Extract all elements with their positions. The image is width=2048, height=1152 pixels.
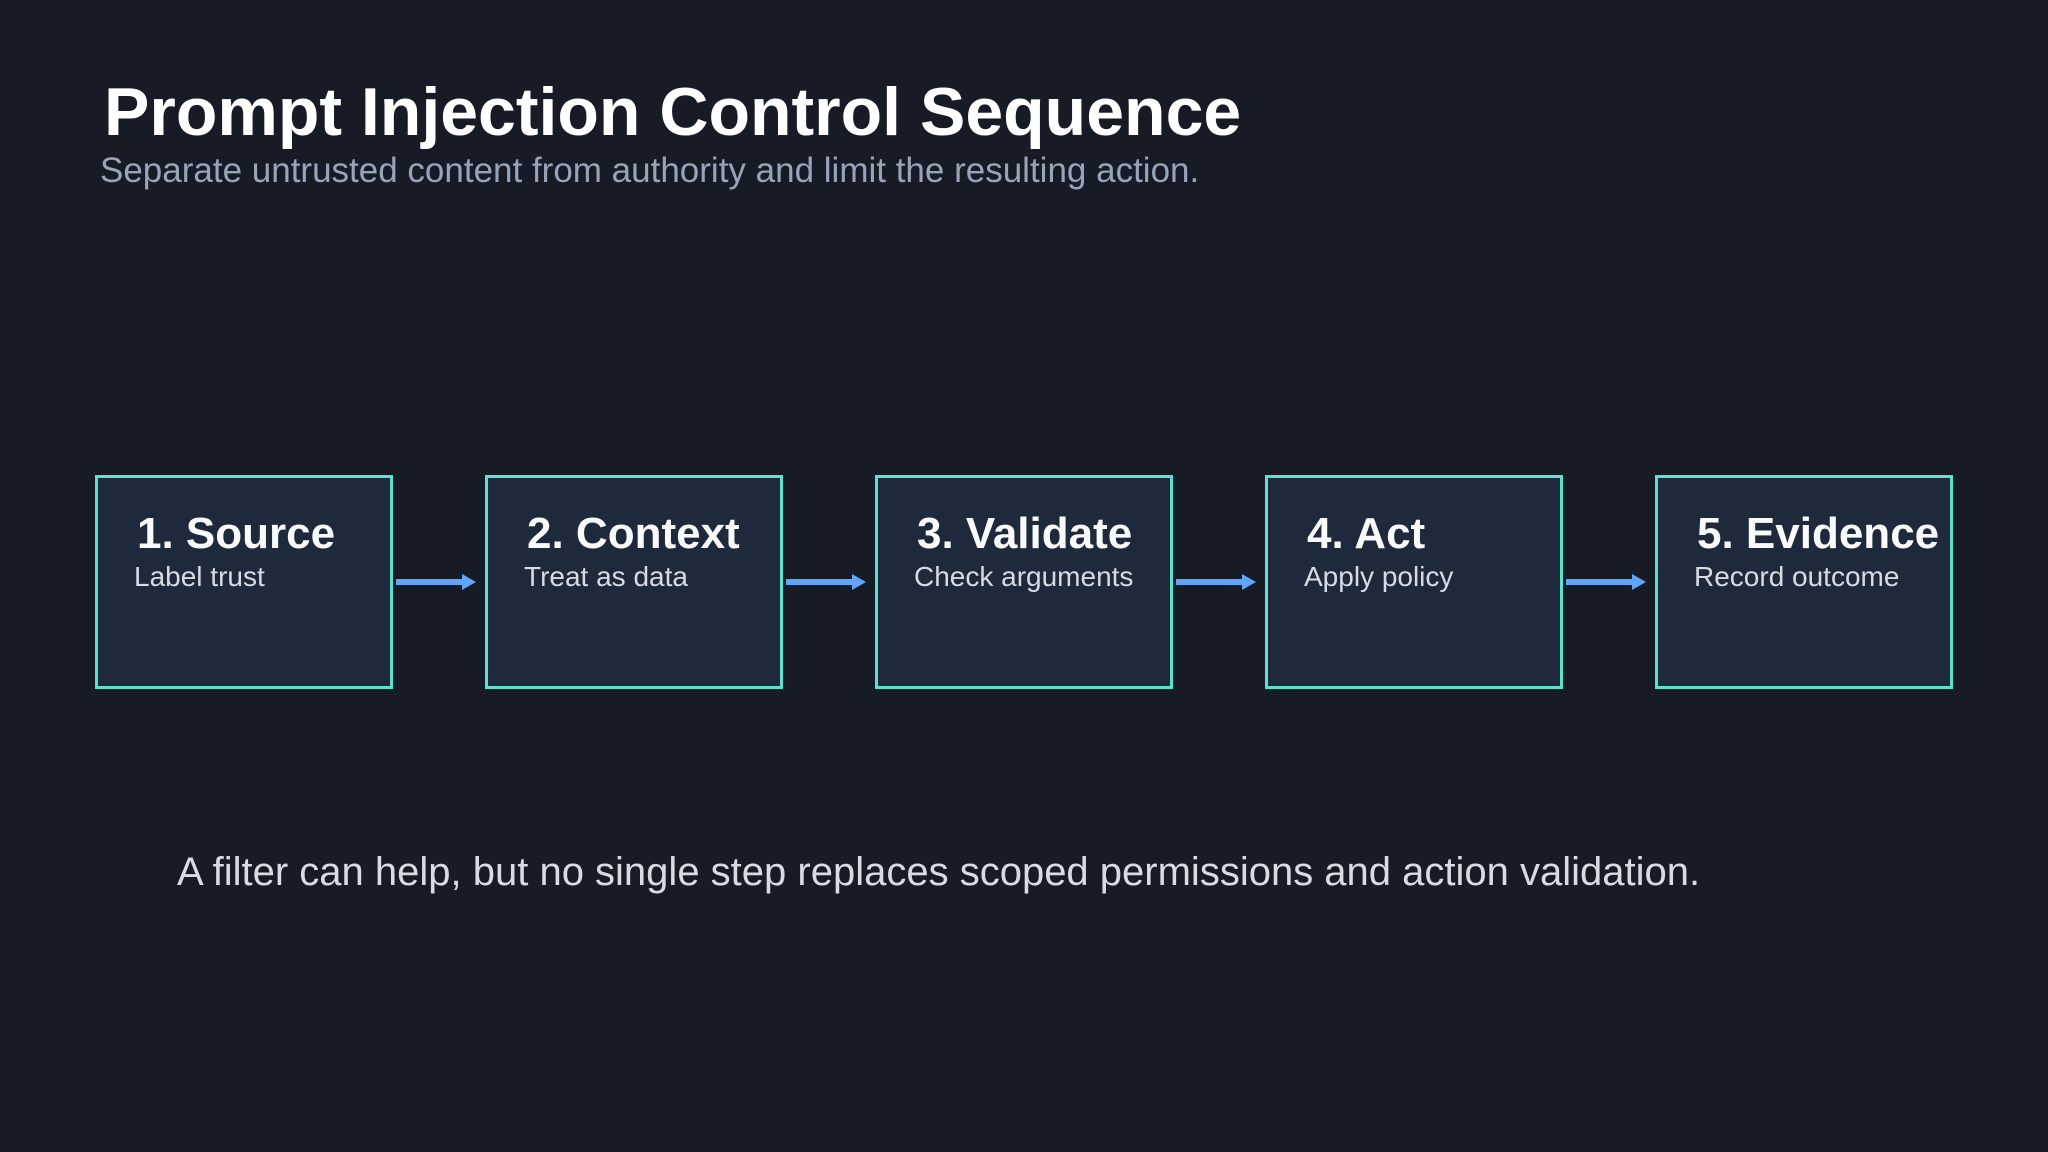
arrow-act-to-evidence (1566, 574, 1646, 590)
step-evidence-title: 5. Evidence (1697, 509, 1940, 558)
diagram-title: Prompt Injection Control Sequence (104, 74, 1242, 150)
step-act-description: Apply policy (1304, 561, 1454, 592)
arrow-source-to-context (396, 574, 476, 590)
step-act-title: 4. Act (1307, 509, 1426, 558)
diagram-footnote: A filter can help, but no single step re… (177, 850, 1701, 894)
step-validate-description: Check arguments (914, 561, 1134, 592)
step-source-title: 1. Source (137, 509, 336, 558)
step-source-description: Label trust (134, 561, 265, 592)
step-context-box: 2. Context Treat as data (485, 475, 783, 689)
step-context-description: Treat as data (524, 561, 688, 592)
step-source-box: 1. Source Label trust (95, 475, 393, 689)
arrow-context-to-validate (786, 574, 866, 590)
step-evidence-box: 5. Evidence Record outcome (1655, 475, 1953, 689)
arrow-validate-to-act (1176, 574, 1256, 590)
diagram-subtitle: Separate untrusted content from authorit… (100, 151, 1200, 190)
step-evidence-description: Record outcome (1694, 561, 1900, 592)
step-validate-box: 3. Validate Check arguments (875, 475, 1173, 689)
step-context-title: 2. Context (527, 509, 740, 558)
step-validate-title: 3. Validate (917, 509, 1133, 558)
step-act-box: 4. Act Apply policy (1265, 475, 1563, 689)
